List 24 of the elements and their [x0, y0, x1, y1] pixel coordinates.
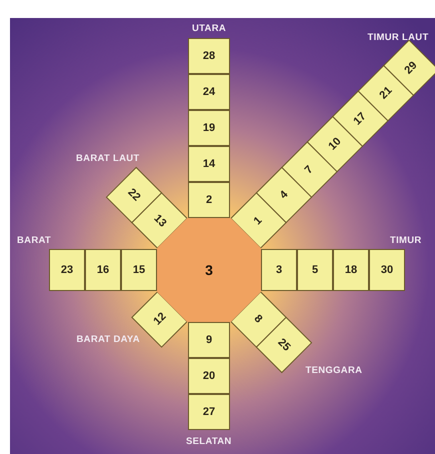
number-box: 28	[188, 38, 230, 74]
number-label: 7	[296, 156, 322, 182]
number-box: 15	[121, 249, 157, 291]
direction-label: BARAT	[17, 234, 52, 246]
direction-label: UTARA	[192, 22, 226, 34]
number-box: 30	[369, 249, 405, 291]
number-box: 18	[333, 249, 369, 291]
number-box: 20	[188, 358, 230, 394]
direction-label: BARAT DAYA	[76, 334, 140, 344]
number-box: 9	[188, 322, 230, 358]
number-box: 14	[188, 146, 230, 182]
number-box: 16	[85, 249, 121, 291]
direction-label: TENGGARA	[306, 364, 362, 376]
direction-label: SELATAN	[186, 436, 232, 446]
number-box: 3	[261, 249, 297, 291]
number-box: 27	[188, 394, 230, 430]
direction-label: BARAT LAUT	[76, 152, 140, 164]
number-box: 19	[188, 110, 230, 146]
direction-label: TIMUR LAUT	[368, 32, 429, 42]
number-box: 2	[188, 182, 230, 218]
number-box: 23	[49, 249, 85, 291]
number-box: 24	[188, 74, 230, 110]
number-box: 5	[297, 249, 333, 291]
direction-label: TIMUR	[390, 234, 422, 246]
